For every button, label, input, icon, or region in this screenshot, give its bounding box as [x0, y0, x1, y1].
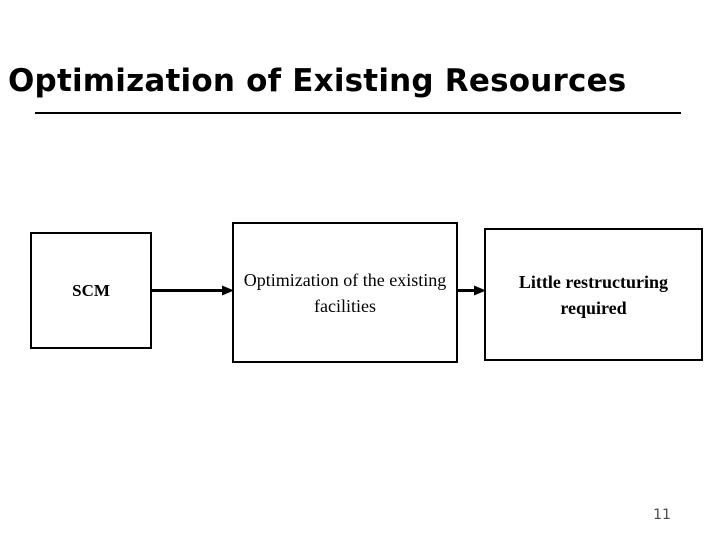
page-title: Optimization of Existing Resources [8, 62, 627, 99]
diagram-node-restructuring-label: Little restructuring required [518, 271, 669, 318]
diagram-node-restructuring[interactable]: Little restructuring required [484, 228, 703, 361]
page-number: 11 [653, 507, 671, 523]
diagram-node-optimization-label: Optimization of the existing facilities [243, 269, 447, 316]
diagram-node-scm[interactable]: SCM [30, 232, 152, 349]
diagram-node-optimization[interactable]: Optimization of the existing facilities [232, 222, 458, 363]
arrow-optimization-to-restructuring [456, 285, 486, 296]
title-divider [35, 112, 681, 114]
arrow-scm-to-optimization [150, 285, 234, 296]
diagram-node-scm-label: SCM [72, 280, 110, 300]
